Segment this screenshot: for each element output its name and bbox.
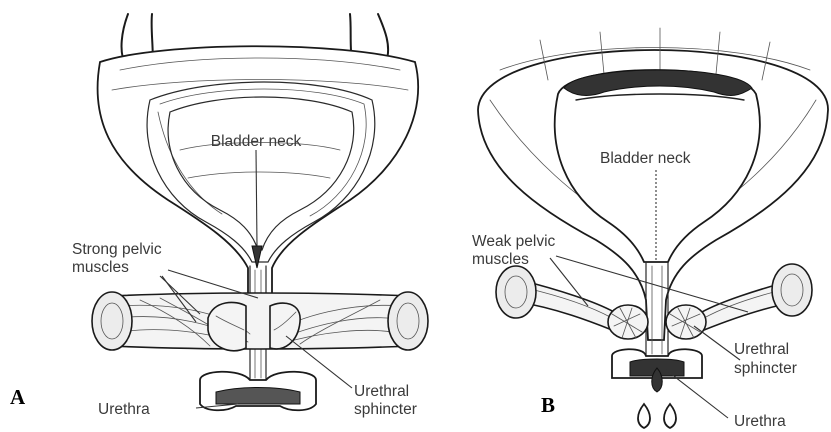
panel-a-sphincter-label-line1: Urethral xyxy=(354,383,409,400)
panel-b-sphincter-label-line2: sphincter xyxy=(734,360,797,377)
panel-b-urethra-label: Urethra xyxy=(734,413,786,430)
panel-b-pelvic-muscles-label-line2: muscles xyxy=(472,251,529,268)
panel-b-pelvic-muscles-label-line1: Weak pelvic xyxy=(472,233,556,250)
panel-a-sphincter-label-line2: sphincter xyxy=(354,401,417,418)
panel-a-urethra-label: Urethra xyxy=(98,401,150,418)
panel-b-muscle-end-left xyxy=(496,266,536,318)
panel-a-label: A xyxy=(10,385,26,409)
panel-a-pelvic-muscle-bar xyxy=(110,293,410,349)
panel-b-muscle-end-right xyxy=(772,264,812,316)
panel-a-pelvic-muscles-label-line1: Strong pelvic xyxy=(72,241,162,258)
panel-b-drip-right xyxy=(664,404,676,428)
panel-a-muscle-end-right xyxy=(388,292,428,350)
panel-b-urethral-sphincter-left xyxy=(608,305,648,339)
panel-b-sphincter-label-line1: Urethral xyxy=(734,341,789,358)
panel-a xyxy=(92,14,428,410)
panel-a-pelvic-muscles-label-line2: muscles xyxy=(72,259,129,276)
panel-a-muscle-end-left xyxy=(92,292,132,350)
panel-b-drip-left xyxy=(638,404,650,428)
panel-b-label: B xyxy=(541,393,555,417)
panel-b-urethral-sphincter-right xyxy=(666,305,706,339)
panel-a-bladder-neck-label: Bladder neck xyxy=(211,133,302,150)
panel-b-bladder-neck-label: Bladder neck xyxy=(600,150,691,167)
